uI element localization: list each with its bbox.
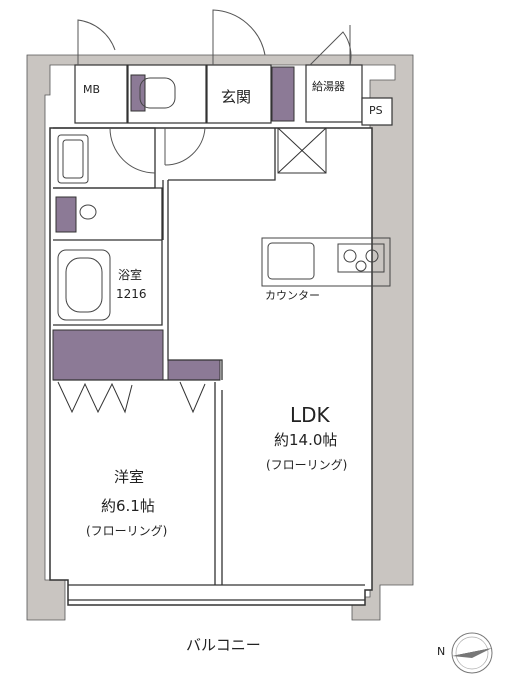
entrance-step xyxy=(277,127,327,174)
ldk-floor-label: (フローリング) xyxy=(266,458,348,472)
western-name-label: 洋室 xyxy=(114,468,145,486)
bathroom-fixtures xyxy=(57,77,176,321)
western-floor-label: (フローリング) xyxy=(86,524,168,538)
storage-blocks xyxy=(52,66,295,381)
ldk-size-label: 約14.0帖 xyxy=(274,431,338,449)
mb-label: MB xyxy=(83,83,101,96)
kitchen xyxy=(261,237,391,287)
counter-label: カウンター xyxy=(265,289,320,302)
bath-name-label: 浴室 xyxy=(118,268,143,282)
top-rooms xyxy=(74,64,393,126)
partitions xyxy=(53,127,365,601)
compass-north-label: N xyxy=(437,645,446,658)
bath-size-label: 1216 xyxy=(116,287,147,301)
balcony-label: バルコニー xyxy=(186,636,261,654)
compass-rose xyxy=(451,632,493,674)
door-swings xyxy=(77,9,352,174)
closet-doors xyxy=(57,381,206,414)
water-heater-label: 給湯器 xyxy=(312,80,345,93)
ldk-name-label: LDK xyxy=(290,403,330,427)
western-size-label: 約6.1帖 xyxy=(101,497,155,515)
ps-label: PS xyxy=(369,104,383,117)
entrance-label: 玄関 xyxy=(221,88,252,106)
